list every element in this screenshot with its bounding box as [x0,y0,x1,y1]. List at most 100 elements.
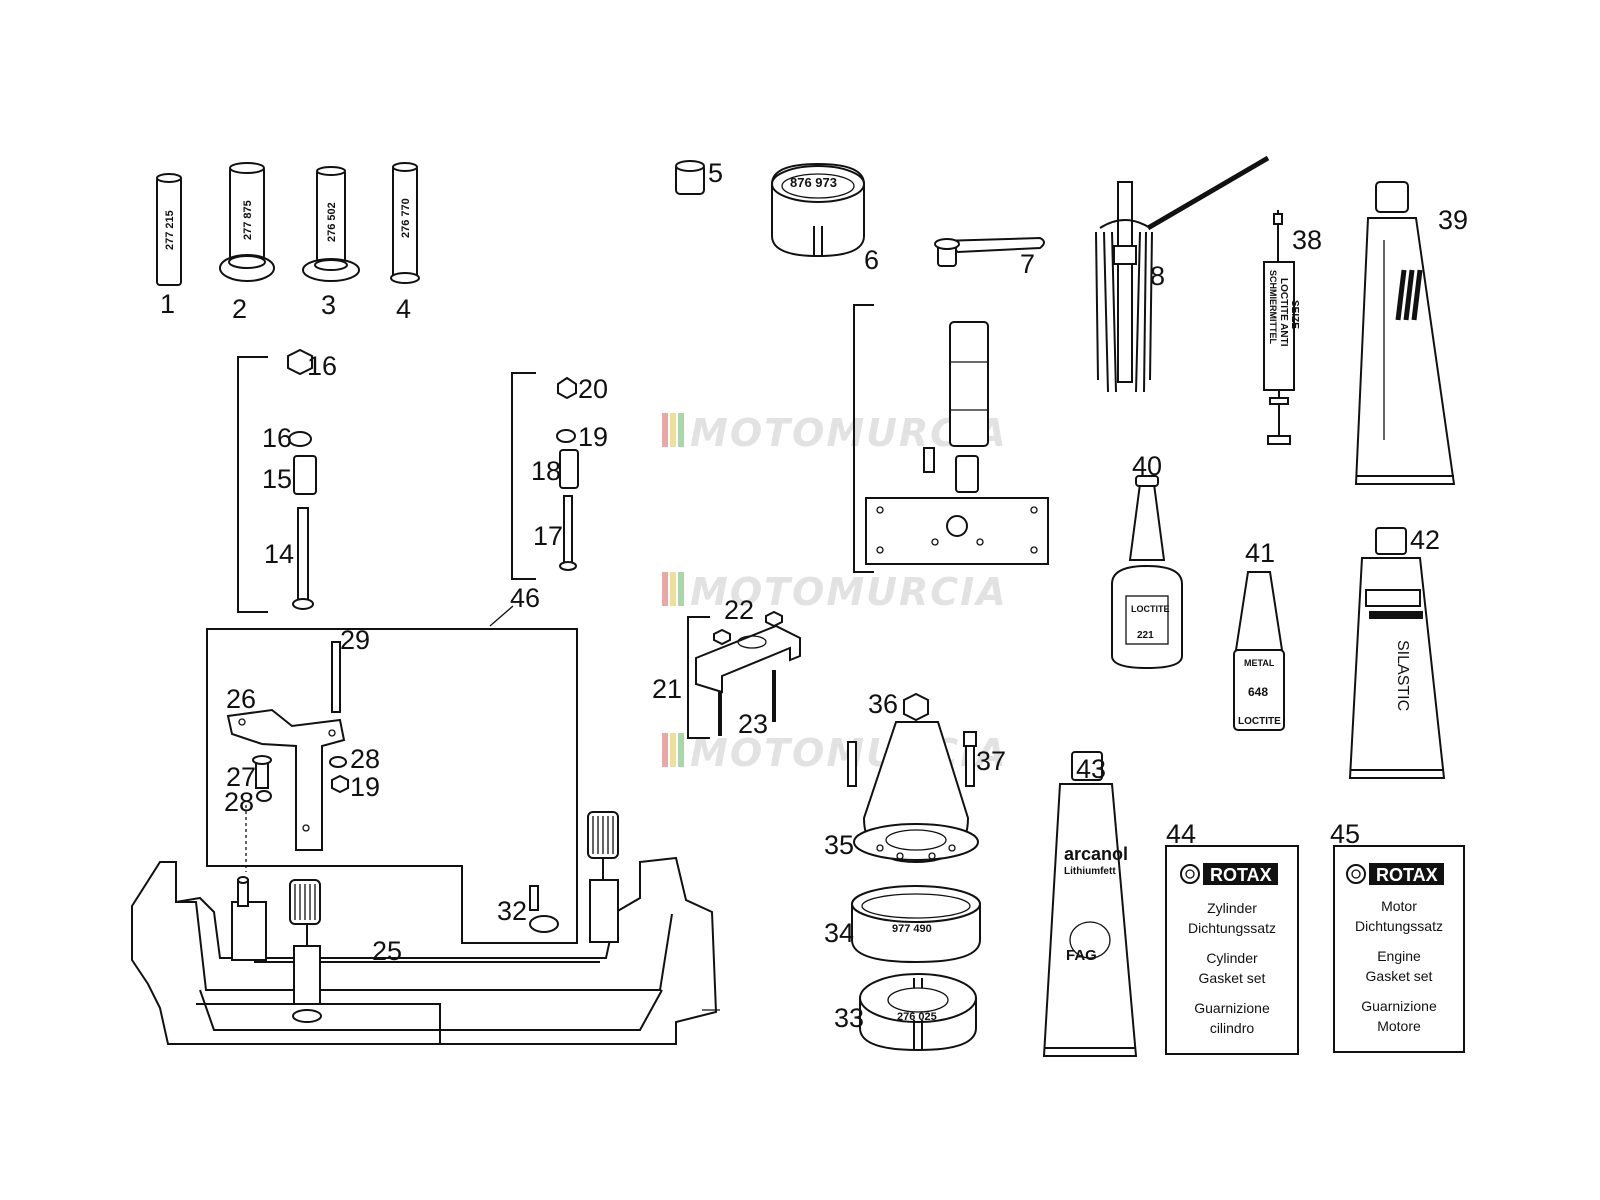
callout: 28 [224,787,254,817]
part-40-bottle: LOCTITE 221 [1111,475,1183,670]
part-42-tube: SILASTIC [1348,527,1446,779]
callout: 1 [160,289,175,319]
svg-text:Dichtungssatz: Dichtungssatz [1355,918,1443,934]
callout: 5 [708,158,723,188]
part-41-bottle: METAL 648 LOCTITE [1233,571,1285,731]
svg-text:876 973: 876 973 [790,175,837,190]
callout: 17 [533,521,563,551]
part-3-drift: 276 502 [302,166,360,282]
assembly-17-20 [511,372,579,580]
part-7-wrench [934,236,1045,267]
svg-text:277 875: 277 875 [242,200,254,240]
callout: 7 [1020,249,1035,279]
callout: 19 [578,422,608,452]
svg-text:Dichtungssatz: Dichtungssatz [1188,920,1276,936]
svg-text:Motore: Motore [1377,1018,1421,1034]
part-25-fixture-base [131,811,720,1045]
callout: 28 [350,744,380,774]
callout: 36 [868,689,898,719]
svg-text:276 770: 276 770 [400,198,412,238]
svg-text:ROTAX: ROTAX [1210,865,1272,885]
callout: 44 [1166,819,1196,849]
callout: 29 [340,625,370,655]
part-33-split-ring: 276 025 [859,973,977,1052]
watermark-3: MOTOMURCIA [662,731,1006,775]
assembly-21-23 [687,610,801,739]
svg-text:cilindro: cilindro [1210,1020,1255,1036]
callout: 25 [372,936,402,966]
fixture-frame [206,605,578,944]
svg-text:Gasket set: Gasket set [1199,970,1266,986]
part-34-ring: 977 490 [851,885,981,964]
part-2-drift: 277 875 [219,162,275,282]
svg-text:276 502: 276 502 [326,202,338,242]
svg-text:Motor: Motor [1381,898,1417,914]
callout: 23 [738,709,768,739]
callout: 16 [307,351,337,381]
callout: 20 [578,374,608,404]
part-38-syringe: LOCTITE ANTI SEIZE SCHMIERMITTEL [1263,210,1300,445]
callout: 35 [824,830,854,860]
callout: 18 [531,456,561,486]
callout: 32 [497,896,527,926]
part-5-sleeve [675,160,705,195]
callout-numbers: 1 2 3 4 5 6 7 8 38 39 16 16 15 14 20 19 … [160,158,1468,1033]
callout: 21 [652,674,682,704]
svg-text:221: 221 [1137,630,1154,641]
svg-text:Zylinder: Zylinder [1207,900,1257,916]
svg-text:Gasket set: Gasket set [1366,968,1433,984]
callout: 38 [1292,225,1322,255]
svg-text:METAL: METAL [1244,658,1275,668]
svg-text:LOCTITE ANTI: LOCTITE ANTI [1278,278,1289,347]
svg-text:977 490: 977 490 [892,923,932,935]
callout: 8 [1150,261,1165,291]
svg-text:SCHMIERMITTEL: SCHMIERMITTEL [1268,270,1278,344]
svg-text:LOCTITE: LOCTITE [1131,604,1170,614]
part-4-drift: 276 770 [390,162,420,284]
callout: 6 [864,245,879,275]
callout: 42 [1410,525,1440,555]
callout: 16 [262,423,292,453]
svg-text:arcanol: arcanol [1064,844,1128,864]
callout: 26 [226,684,256,714]
svg-text:Guarnizione: Guarnizione [1361,998,1437,1014]
svg-text:Engine: Engine [1377,948,1421,964]
part-39-tube [1354,181,1456,485]
callout: 22 [724,595,754,625]
part-45-gasket-set: ROTAX Motor Dichtungssatz Engine Gasket … [1333,845,1465,1053]
part-43-tube: arcanol Lithiumfett FAG [1042,751,1138,1057]
svg-text:SEIZE: SEIZE [1289,300,1300,329]
callout: 4 [396,294,411,324]
callout: 19 [350,772,380,802]
svg-text:LOCTITE: LOCTITE [1238,716,1281,727]
callout: 37 [976,746,1006,776]
callout: 15 [262,464,292,494]
callout: 43 [1076,754,1106,784]
watermark-2: MOTOMURCIA [662,570,1008,614]
part-8-puller [1095,155,1270,393]
callout: 27 [226,762,256,792]
callout: 39 [1438,205,1468,235]
part-1-pin: 277 215 [156,173,182,286]
svg-text:SILASTIC: SILASTIC [1394,640,1411,711]
watermark-text: MOTOMURCIA [690,570,1008,614]
svg-text:276 025: 276 025 [897,1011,937,1023]
callout: 3 [321,290,336,320]
callout: 46 [510,583,540,613]
callout: 45 [1330,819,1360,849]
callout: 40 [1132,451,1162,481]
part-6-split-ring: 876 973 [771,162,865,258]
svg-text:277 215: 277 215 [164,210,176,250]
svg-text:ROTAX: ROTAX [1376,865,1438,885]
svg-text:Guarnizione: Guarnizione [1194,1000,1270,1016]
callout: 33 [834,1003,864,1033]
callout: 41 [1245,538,1275,568]
svg-text:648: 648 [1248,685,1268,699]
svg-text:Lithiumfett: Lithiumfett [1064,866,1116,877]
callout: 34 [824,918,854,948]
part-44-gasket-set: ROTAX Zylinder Dichtungssatz Cylinder Ga… [1165,845,1299,1055]
svg-text:FAG: FAG [1066,947,1097,964]
callout: 14 [264,539,294,569]
